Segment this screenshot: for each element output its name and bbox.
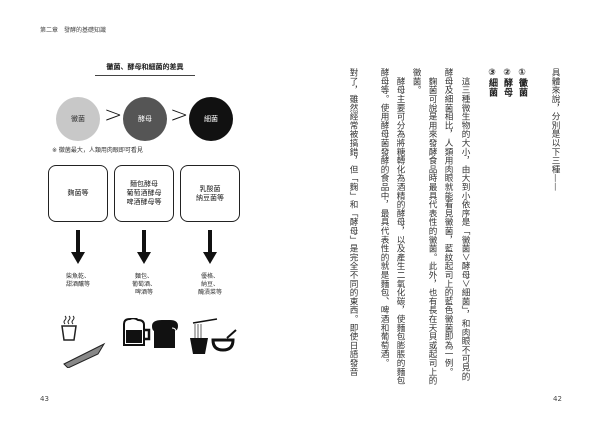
circle-label: 黴菌 [71, 115, 85, 123]
box-line: 麴菌等 [67, 189, 89, 197]
down-arrow-icon [137, 230, 151, 264]
food-line: 啤酒等 [134, 289, 153, 296]
box-line: 啤酒酵母等 [126, 198, 162, 206]
food-line: 納豆、 [200, 281, 219, 288]
text-column: 酵母等。使用酵母菌發酵的食品中，最具代表性的就是麵包、啤酒和葡萄酒。 [379, 68, 389, 368]
text-column: 黴菌。 [411, 68, 421, 95]
box-line: 葡萄酒酵母 [126, 189, 162, 197]
box-yeast-examples: 麵包酵母 葡萄酒酵母 啤酒酵母等 [114, 165, 174, 222]
food-line: 葡萄酒、 [131, 281, 156, 288]
text-column: 酵母主要可分為將糖轉化為酒精的酵母，以及產生二氧化碳，使麵包膨脹的麵包 [395, 68, 405, 385]
text-column: 對了，雖然經常被搞錯，但「麴」和「酵母」是完全不同的東西。即使日語發音 [348, 68, 358, 376]
down-arrow-icon [71, 230, 85, 264]
circle-yeast: 酵母 [123, 97, 167, 141]
hot-drink-and-bonito-icon [61, 315, 106, 368]
food-examples-bacteria: 優格、 納豆、 醃漬菜等 [180, 273, 240, 297]
natto-and-yogurt-icon [190, 318, 237, 354]
circle-label: 酵母 [138, 115, 152, 123]
text-column: 這三種微生物的大小，由大到小依序是「黴菌＞酵母＞細菌」，和肉眼不可見的 [460, 68, 470, 381]
box-line: 乳酸菌 [199, 184, 221, 193]
page-number-left: 43 [40, 395, 49, 403]
text-column: 酵母及細菌相比，人類用肉眼就能看見黴菌，藍紋起司上的藍色黴菌即為一例。 [443, 68, 453, 376]
text-column: 麴菌可說是用來發酵食品時最具代表性的黴菌。此外，也有長在天貝或起司上的 [427, 68, 437, 385]
circle-mold: 黴菌 [56, 97, 100, 141]
food-line: 柴魚乾、 [65, 273, 90, 280]
greater-than-symbol: > [170, 103, 189, 128]
food-examples-mold: 柴魚乾、 甜酒釀等 [48, 273, 108, 289]
text-column: 具體來說，分別是以下三種—— [550, 68, 560, 192]
list-item-mold: ①黴菌 [517, 68, 527, 97]
box-mold-examples: 麴菌等 [48, 165, 108, 222]
box-line: 麵包酵母 [130, 180, 158, 188]
beer-and-bread-icon [123, 318, 178, 348]
circle-label: 細菌 [204, 115, 218, 123]
food-line: 麵包、 [134, 273, 153, 280]
box-line: 納豆菌等 [196, 193, 224, 202]
greater-than-symbol: > [104, 103, 123, 128]
food-examples-yeast: 麵包、 葡萄酒、 啤酒等 [114, 273, 174, 297]
box-bacteria-examples: 乳酸菌 納豆菌等 [180, 165, 240, 222]
size-note: ※ 黴菌最大，人類用肉眼即可看見 [52, 147, 143, 154]
circle-bacteria: 細菌 [189, 97, 233, 141]
chapter-header: 第二章 發酵的基礎知識 [40, 27, 107, 34]
figure-title: 黴菌、酵母和細菌的差異 [95, 62, 195, 76]
page-number-right: 42 [553, 395, 562, 403]
food-line: 醃漬菜等 [197, 289, 222, 296]
food-line: 優格、 [200, 273, 219, 280]
list-item-bacteria: ③細菌 [487, 68, 497, 97]
food-line: 甜酒釀等 [65, 281, 90, 288]
list-item-yeast: ②酵母 [502, 68, 512, 97]
down-arrow-icon [203, 230, 217, 264]
